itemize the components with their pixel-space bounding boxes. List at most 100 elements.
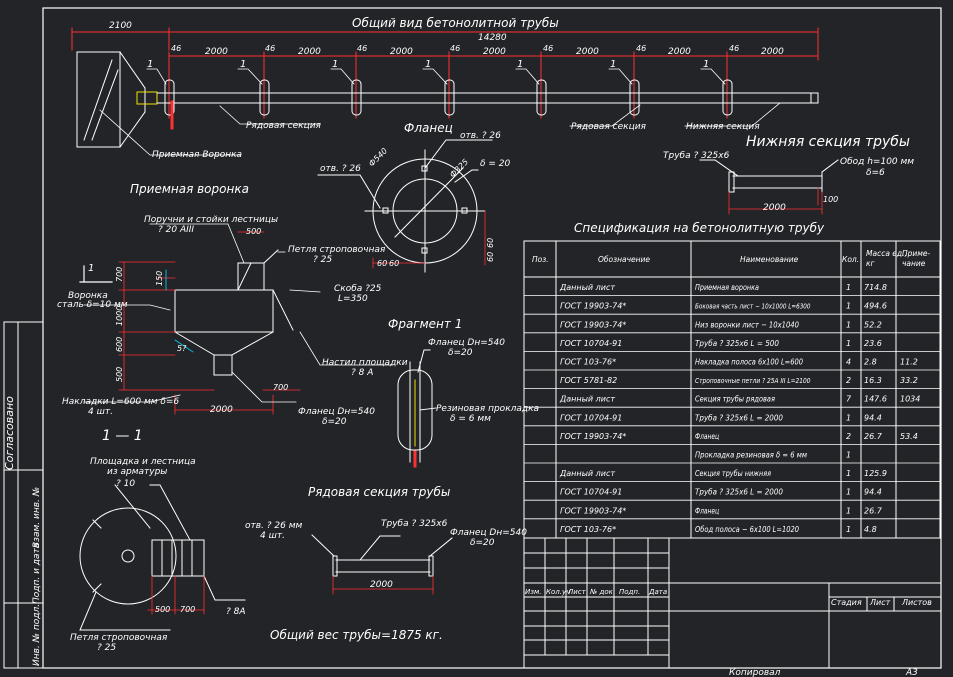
flange-hole-top: отв. ? 26 (460, 131, 501, 141)
spec-cell: 1 (846, 413, 851, 422)
bottom-dim-len: 2000 (763, 203, 786, 213)
funnel-cyan-marks (165, 269, 194, 353)
spec-row: ГОСТ 19903-74*Низ воронки лист − 10х1040… (560, 320, 882, 329)
flange-hole-left: отв. ? 26 (320, 164, 361, 174)
flange-dim-60c: 60 (486, 252, 495, 262)
spec-cell: Труба ? 325х6 L = 2000 (695, 488, 783, 497)
spec-cell: 7 (846, 395, 852, 404)
spec-cell: Секция трубы нижняя (695, 469, 771, 478)
row-section-flange: Фланец Dн=540 (450, 528, 527, 538)
funnel-title: Приемная воронка (130, 182, 249, 196)
spec-cell: 1 (846, 302, 851, 311)
row-section-holes: отв. ? 26 мм (245, 521, 303, 531)
spec-cell: ГОСТ 10704-91 (560, 339, 622, 348)
svg-text:1: 1 (425, 59, 431, 70)
svg-text:Лист: Лист (567, 588, 587, 596)
funnel-dim-700b: 700 (273, 383, 288, 392)
flange-d-outer: Ф540 (367, 146, 389, 168)
titleblock-format: А3 (905, 668, 918, 677)
bottom-section-drawing (699, 159, 839, 193)
spec-cell: 26.7 (864, 506, 883, 515)
flange-drawing (317, 139, 493, 273)
svg-text:№ док: № док (589, 588, 614, 596)
svg-text:2000: 2000 (668, 47, 691, 57)
spec-cell: Накладка полоса 6х100 L=600 (695, 358, 803, 367)
spec-cell: 494.6 (864, 302, 887, 311)
svg-text:2000: 2000 (205, 47, 228, 57)
spec-header-cell: Масса ед., (866, 249, 907, 258)
spec-cell: Приемная воронка (695, 283, 759, 292)
fragment-flange: Фланец Dн=540 (428, 338, 505, 348)
bottom-section-title: Нижняя секция трубы (746, 134, 910, 150)
fragment-flange-thick: δ=20 (448, 348, 473, 358)
spec-cell: 125.9 (864, 469, 887, 478)
flange-dim-60b: 60 (389, 259, 399, 268)
fragment-title: Фрагмент 1 (388, 317, 462, 331)
funnel-platform: Настил площадки (322, 358, 408, 368)
spec-cell: 1 (846, 320, 851, 329)
flange-dim-60a: 60 (377, 259, 387, 268)
funnel-label: Приемная Воронка (152, 150, 242, 160)
section-11-platform: Площадка и лестница (90, 457, 196, 467)
svg-text:1: 1 (332, 59, 338, 70)
funnel-section-arrow (79, 265, 113, 283)
spec-cell: 94.4 (864, 488, 882, 497)
svg-text:46: 46 (636, 44, 646, 53)
row-section-pipe: Труба ? 325х6 (381, 519, 448, 529)
general-dims (71, 27, 819, 119)
funnel-dims (118, 231, 301, 415)
funnel-dim-700: 700 (115, 267, 124, 282)
spec-header-cell: чание (902, 259, 926, 268)
spec-cell: 1 (846, 488, 851, 497)
pipe-flanges (164, 79, 733, 116)
side-inv-dup: Взам. инв. № (32, 487, 42, 548)
section-11-dim-700: 700 (180, 605, 195, 614)
spec-cell: 1 (846, 506, 851, 515)
general-view-title: Общий вид бетонолитной трубы (352, 16, 559, 30)
svg-text:2000: 2000 (576, 47, 599, 57)
funnel-lifting-loop-d: ? 25 (313, 255, 332, 265)
spec-table-grid (523, 240, 941, 539)
spec-cell: 53.4 (900, 432, 918, 441)
funnel-name: Воронка (68, 291, 108, 301)
section-11-dim-500: 500 (155, 605, 170, 614)
row-section-label-2: Рядовая секция (571, 122, 647, 132)
funnel-callout: 1 (88, 263, 94, 274)
spec-cell: Данный лист (559, 283, 615, 292)
dim-2000-labels: 2000 2000 2000 2000 2000 2000 2000 (205, 47, 784, 57)
section-11-loop: Петля строповочная (70, 633, 168, 643)
svg-text:Подп.: Подп. (619, 588, 640, 596)
spec-cell: 1 (846, 339, 851, 348)
flange-thickness: δ = 20 (480, 159, 510, 169)
spec-cell: Данный лист (559, 395, 615, 404)
funnel-platform-d: ? 8 A (351, 368, 373, 378)
spec-cell: 16.3 (864, 376, 882, 385)
callout-1-labels: 1 1 1 1 1 1 1 (147, 59, 709, 70)
funnel-drawing (174, 249, 294, 376)
general-callouts (146, 68, 726, 85)
funnel-flange: Фланец Dн=540 (298, 407, 375, 417)
flange-title: Фланец (404, 121, 453, 135)
funnel-leaders (83, 223, 394, 403)
spec-header-cell: Наименование (740, 255, 799, 264)
dim-total-14280: 14280 (478, 33, 507, 43)
spec-cell: ГОСТ 10704-91 (560, 488, 622, 497)
titleblock-sheets: Листов (901, 598, 932, 607)
spec-cell: Труба ? 325х6 L = 500 (695, 339, 779, 348)
svg-text:Изм.: Изм. (525, 588, 541, 596)
spec-cell: ГОСТ 19903-74* (560, 320, 626, 329)
spec-cell: 11.2 (900, 358, 918, 367)
funnel-bracket: Скоба ?25 (334, 284, 382, 294)
svg-text:Кол.уч: Кол.уч (546, 588, 570, 596)
svg-text:1: 1 (517, 59, 523, 70)
spec-cell: Прокладка резиновая δ = 6 мм (695, 451, 807, 460)
funnel-dim-500v: 500 (115, 367, 124, 382)
funnel-flange-thick: δ=20 (322, 417, 347, 427)
section-11-drawing (79, 484, 246, 631)
funnel-dim-2000: 2000 (210, 405, 233, 415)
svg-text:1: 1 (147, 59, 153, 70)
